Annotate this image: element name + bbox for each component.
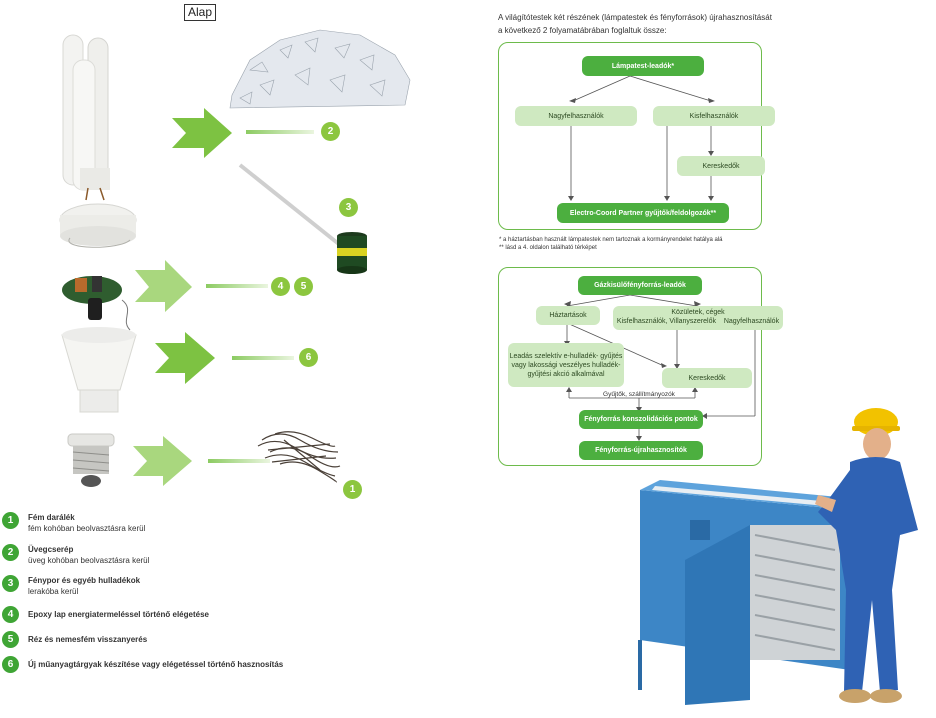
alap-tag: Alap <box>184 4 217 21</box>
metal-scrap-image <box>257 431 341 483</box>
flow2-recycler-box: Fényforrás-újrahasznosítók <box>579 441 703 460</box>
flow1-top-box: Lámpatest-leadók* <box>582 56 704 76</box>
badge-metal: 1 <box>343 480 362 499</box>
plastic-base-image <box>61 327 137 413</box>
badge-phosphor: 3 <box>339 198 358 217</box>
lightsource-flow-panel: Gázkisülőfényforrás-leadók Háztartások K… <box>498 267 783 466</box>
worker-container-illustration <box>638 408 918 705</box>
legend-number: 6 <box>2 656 19 673</box>
legend-item: 5 Réz és nemesfém visszanyerés <box>2 631 147 648</box>
lightsource-flow-connectors <box>564 294 756 441</box>
circuit-board-image <box>62 276 131 331</box>
flow1-footnotes: * a háztartásban használt lámpatestek ne… <box>499 236 779 252</box>
flow2-households-box: Háztartások <box>536 306 600 325</box>
legend-item: 2 Üvegcserép üveg kohóban beolvasztásra … <box>2 544 149 565</box>
arrow-board <box>135 260 192 312</box>
legend-item: 1 Fém darálék fém kohóban beolvasztásra … <box>2 512 145 533</box>
flow1-small-users-box: Kisfelhasználók <box>653 106 775 126</box>
glass-shards-image <box>229 29 411 109</box>
legend-desc: fém kohóban beolvasztásra kerül <box>28 524 146 533</box>
luminaire-flow-panel: Lámpatest-leadók* Nagyfelhasználók Kisfe… <box>498 42 775 230</box>
legend-number: 3 <box>2 575 19 592</box>
intro-text: A világítótestek két részének (lámpatest… <box>498 11 798 37</box>
footnote-2: ** lásd a 4. oldalon található térképet <box>499 245 597 251</box>
fluorescent-tubes-image <box>62 34 110 201</box>
legend-number: 4 <box>2 606 19 623</box>
legend-title: Réz és nemesfém visszanyerés <box>28 635 148 644</box>
flow2-consolidation-box: Fényforrás konszolidációs pontok <box>579 410 703 429</box>
badge-copper: 5 <box>294 277 313 296</box>
flow2-institutions-box: Közületek, cégek Kisfelhasználók, Villan… <box>613 306 783 330</box>
flow1-large-users-box: Nagyfelhasználók <box>515 106 637 126</box>
ballast-cover-image <box>59 203 137 248</box>
badge-epoxy: 4 <box>271 277 290 296</box>
arrow-socket <box>133 436 192 486</box>
legend-title: Fénypor és egyéb hulladékok <box>28 576 141 585</box>
flow2-top-box: Gázkisülőfényforrás-leadók <box>578 276 702 295</box>
footnote-1: * a háztartásban használt lámpatestek ne… <box>499 237 723 243</box>
flow2-dealers-box: Kereskedők <box>662 368 752 388</box>
intro-line-1: A világítótestek két részének (lámpatest… <box>498 13 772 22</box>
flow2-large-users: Nagyfelhasználók <box>723 318 780 325</box>
legend-item: 6 Új műanyagtárgyak készítése vagy elége… <box>2 656 283 673</box>
legend-number: 1 <box>2 512 19 529</box>
legend-item: 3 Fénypor és egyéb hulladékok lerakóba k… <box>2 575 140 596</box>
flow2-institutions-row: Kisfelhasználók, Villanyszerelők Nagyfel… <box>613 317 783 326</box>
legend-title: Új műanyagtárgyak készítése vagy elégeté… <box>28 660 284 669</box>
legend-desc: lerakóba kerül <box>28 587 79 596</box>
worker-image <box>815 408 918 703</box>
legend-desc: üveg kohóban beolvasztásra kerül <box>28 556 150 565</box>
waste-container-image <box>337 232 367 274</box>
legend-number: 2 <box>2 544 19 561</box>
lamp-socket-image <box>67 433 115 487</box>
flow2-collectors-label: Gyűjtők, szállítmányozók <box>603 391 675 398</box>
flow1-partner-box: Electro-Coord Partner gyűjtők/feldolgozó… <box>557 203 729 223</box>
arrow-glass <box>172 108 232 158</box>
legend-title: Üvegcserép <box>28 545 74 554</box>
arrow-group <box>133 108 232 486</box>
flow2-small-users: Kisfelhasználók, Villanyszerelők <box>616 318 716 325</box>
lamp-recycling-illustration <box>59 29 411 487</box>
badge-glass: 2 <box>321 122 340 141</box>
legend-title: Epoxy lap energiatermeléssel történő elé… <box>28 610 209 619</box>
flow2-institutions-title: Közületek, cégek <box>671 309 725 316</box>
intro-line-2: a következő 2 folyamatábrában foglaltuk … <box>498 26 667 35</box>
legend-number: 5 <box>2 631 19 648</box>
legend-item: 4 Epoxy lap energiatermeléssel történő e… <box>2 606 209 623</box>
luminaire-flow-connectors <box>568 75 715 201</box>
arrow-plastic <box>155 332 215 384</box>
badge-plastic: 6 <box>299 348 318 367</box>
legend-title: Fém darálék <box>28 513 75 522</box>
flow2-collection-box: Leadás szelektív e-hulladék- gyűjtés vag… <box>508 343 624 387</box>
flow1-dealers-box: Kereskedők <box>677 156 765 176</box>
